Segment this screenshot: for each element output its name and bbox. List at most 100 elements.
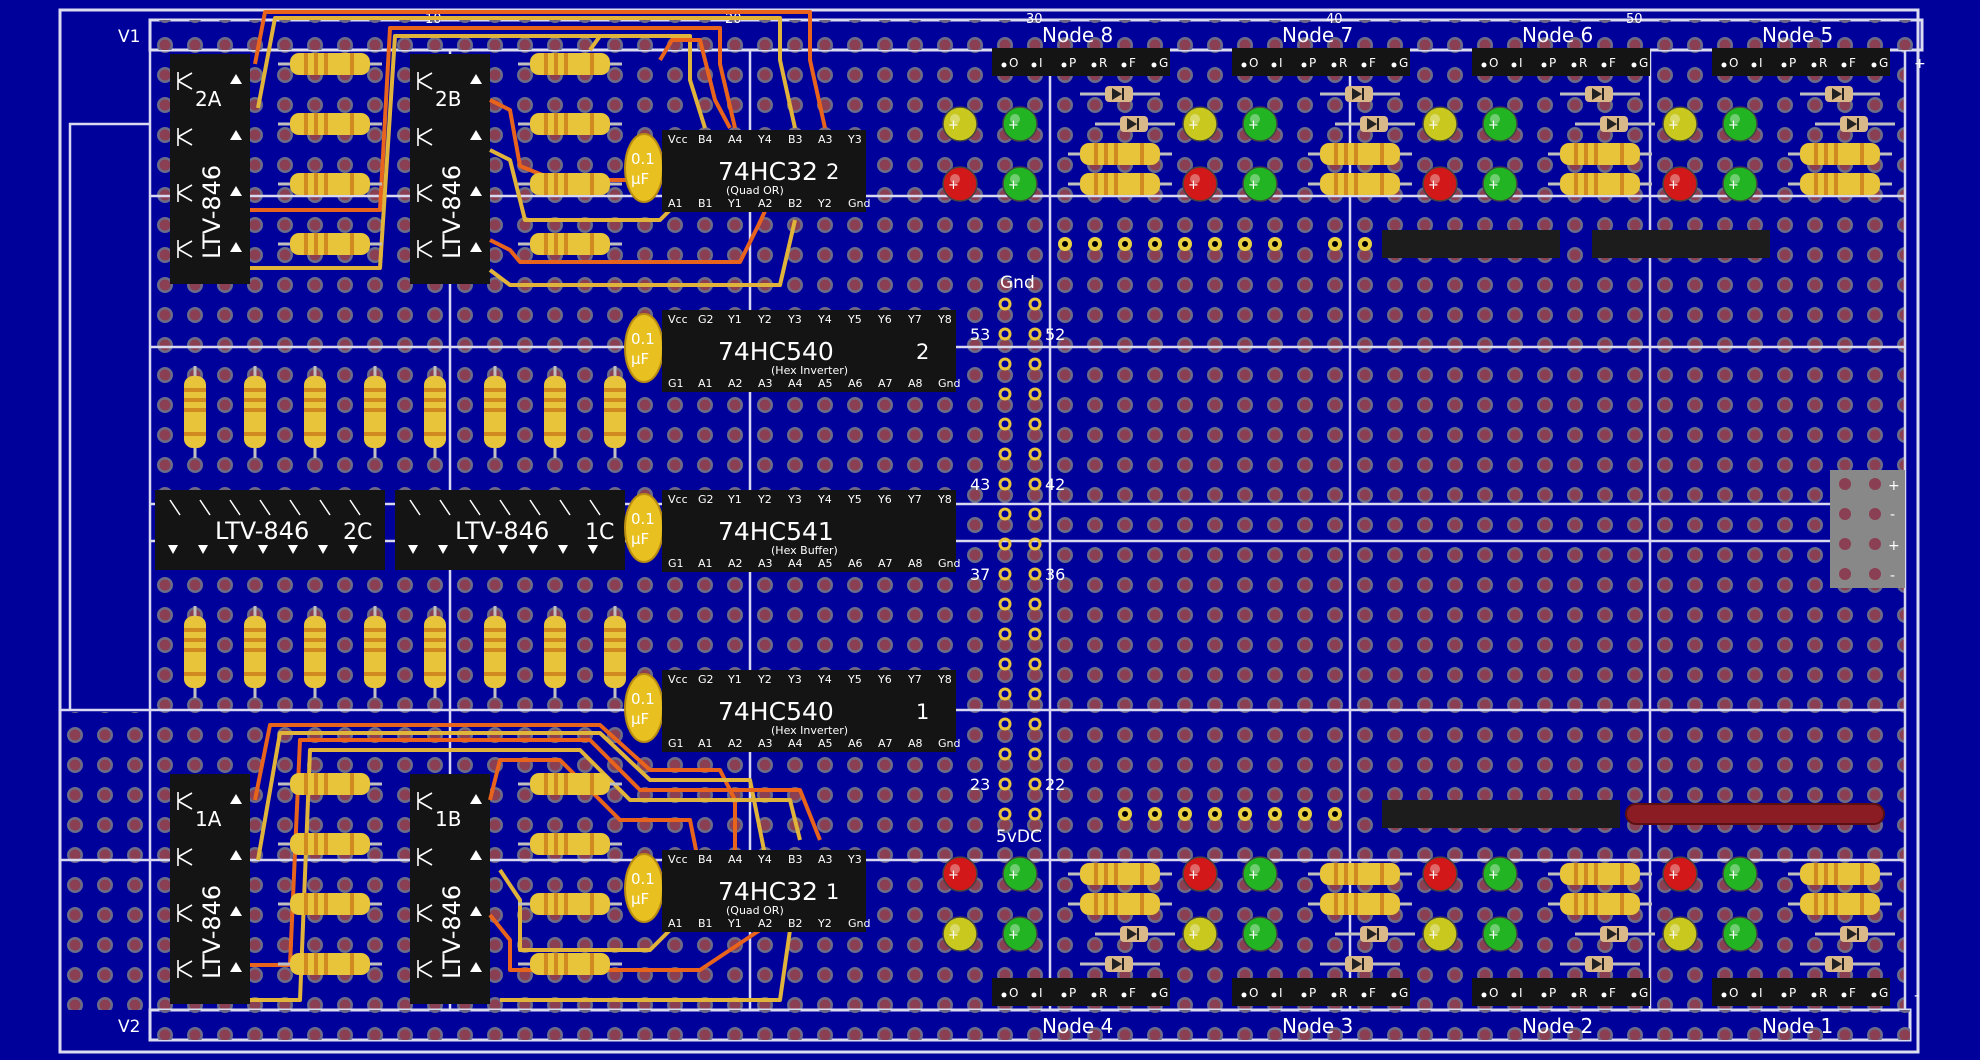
led-red: + — [1422, 166, 1458, 202]
chip-pin-top: G2 — [698, 673, 714, 686]
diode — [1095, 926, 1175, 942]
diode — [1095, 116, 1175, 132]
resistor — [544, 606, 566, 698]
chip-pin-bottom: A7 — [878, 377, 893, 390]
chip-pin-bottom: G1 — [668, 737, 684, 750]
node-label: Node 5 — [1762, 23, 1833, 47]
chip-pin-bottom: A8 — [908, 377, 923, 390]
chip-pin-bottom: G1 — [668, 377, 684, 390]
node-pin-label: F — [1369, 986, 1376, 1000]
node-pin-label: F — [1129, 986, 1136, 1000]
chip-pin-top: Y7 — [907, 673, 922, 686]
ruler-mark: 50 — [1626, 12, 1643, 27]
chip-pin-bottom: G1 — [668, 557, 684, 570]
svg-text:+: + — [948, 928, 959, 943]
node-pin-label: P — [1789, 986, 1796, 1000]
led-green: + — [1242, 856, 1278, 892]
node-pin-label: I — [1759, 56, 1763, 70]
chip-pin-bottom: Y1 — [727, 197, 742, 210]
node-labels-bottom: Node 4 Node 3 Node 2 Node 1 — [1042, 1014, 1833, 1038]
led-green: + — [1482, 916, 1518, 952]
svg-text:+: + — [1248, 868, 1259, 883]
node-pin-label: P — [1789, 56, 1796, 70]
node-label: Node 3 — [1282, 1014, 1353, 1038]
chip-pin-bottom: A4 — [788, 737, 803, 750]
svg-text:+: + — [1008, 868, 1019, 883]
chip-part-label: LTV-846 — [215, 517, 309, 545]
led-yellow: + — [1422, 916, 1458, 952]
power-connector[interactable]: + - + - — [1830, 470, 1905, 588]
svg-text:+: + — [1008, 118, 1019, 133]
node-pin-label: P — [1069, 56, 1076, 70]
node-pin-label: I — [1279, 56, 1283, 70]
chip-number: 2 — [916, 340, 929, 364]
chip-number: 1 — [916, 700, 929, 724]
dip-switch-block[interactable] — [1382, 230, 1770, 828]
diode — [1335, 926, 1415, 942]
chip-pin-bottom: A5 — [818, 557, 833, 570]
capacitor: 0.1µF — [624, 673, 664, 743]
capacitor-unit: µF — [631, 170, 649, 188]
ruler-mark: 30 — [1026, 12, 1043, 27]
chip-pin-bottom: A5 — [818, 737, 833, 750]
chip-pin-bottom: Gnd — [848, 917, 870, 930]
diode — [1575, 926, 1655, 942]
capacitor: 0.1µF — [624, 853, 664, 923]
svg-text:+: + — [948, 178, 959, 193]
chip-pin-top: Y1 — [727, 673, 742, 686]
resistor — [278, 53, 382, 75]
corner-minus-label: - — [1914, 988, 1919, 1004]
chip-pin-bottom: A2 — [758, 917, 773, 930]
led-yellow: + — [942, 916, 978, 952]
chip-pin-top: Y6 — [877, 493, 892, 506]
chip-pin-bottom: A1 — [668, 197, 683, 210]
svg-text:+: + — [1008, 928, 1019, 943]
node-label: Node 4 — [1042, 1014, 1113, 1038]
svg-text:+: + — [1488, 868, 1499, 883]
resistor — [518, 833, 622, 855]
resistor — [518, 953, 622, 975]
ruler-mark: 40 — [1326, 12, 1343, 27]
header-number: 37 — [970, 565, 990, 584]
diode — [1335, 116, 1415, 132]
node-pin-label: R — [1099, 986, 1107, 1000]
wires-top — [250, 10, 827, 287]
node-pin-label: P — [1549, 986, 1556, 1000]
node-pin-label: F — [1849, 56, 1856, 70]
header-number: 42 — [1045, 475, 1065, 494]
chip-pin-bottom: Gnd — [848, 197, 870, 210]
svg-text:+: + — [1428, 928, 1439, 943]
chip-pin-bottom: A1 — [698, 737, 713, 750]
chip-pin-top: Y1 — [727, 493, 742, 506]
chip-pin-top: Y8 — [937, 313, 952, 326]
chip-pin-top: Y6 — [877, 673, 892, 686]
capacitor-value: 0.1 — [631, 330, 655, 348]
chip-pin-bottom: Y2 — [817, 917, 832, 930]
chip-pin-bottom: A1 — [698, 377, 713, 390]
node-pin-label: G — [1399, 56, 1408, 70]
chip-pin-bottom: Gnd — [938, 737, 960, 750]
chip-pin-top: Vcc — [668, 673, 688, 686]
chip-pin-bottom: A7 — [878, 557, 893, 570]
connector-header[interactable] — [998, 297, 1042, 821]
led-green: + — [1722, 106, 1758, 142]
node-resistor — [1308, 173, 1412, 195]
resistor — [184, 606, 206, 698]
chip-pin-bottom: A8 — [908, 557, 923, 570]
resistor — [518, 113, 622, 135]
rail-bottom — [148, 1008, 1912, 1042]
chip-pin-top: Y7 — [907, 313, 922, 326]
chip-pin-top: Y2 — [757, 493, 772, 506]
node-resistor — [1548, 893, 1652, 915]
